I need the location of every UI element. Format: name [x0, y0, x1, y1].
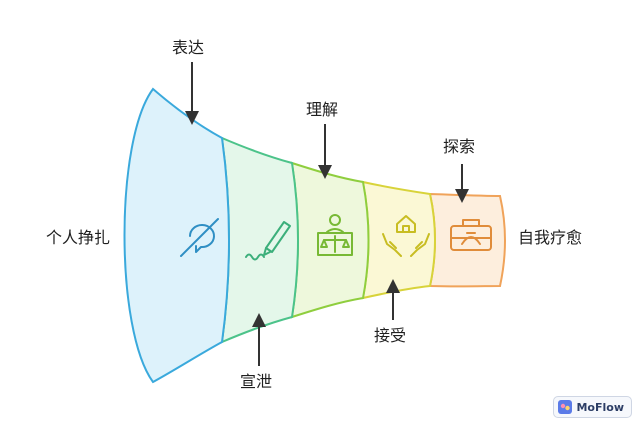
moflow-badge[interactable]: MoFlow [553, 396, 632, 418]
funnel-segment-5 [428, 192, 506, 288]
funnel-segment-1 [123, 87, 230, 384]
funnel-segment-4 [361, 180, 436, 300]
stage1-label: 表达 [172, 38, 205, 57]
stage5-label: 探索 [443, 137, 476, 156]
stage4-label: 接受 [374, 326, 407, 345]
judge-scales-icon [317, 214, 353, 256]
pen-icon [245, 221, 291, 261]
funnel-segment-2 [220, 136, 299, 344]
badge-text: MoFlow [576, 400, 624, 414]
stage3-label: 理解 [306, 100, 339, 119]
right-label: 自我疗愈 [518, 228, 583, 247]
moflow-logo-icon [558, 400, 573, 414]
left-label: 个人挣扎 [46, 228, 111, 247]
chat-off-icon [180, 218, 219, 257]
stage2-label: 宣泄 [240, 372, 273, 391]
hands-house-icon [382, 215, 430, 257]
toolbox-icon [450, 219, 492, 251]
